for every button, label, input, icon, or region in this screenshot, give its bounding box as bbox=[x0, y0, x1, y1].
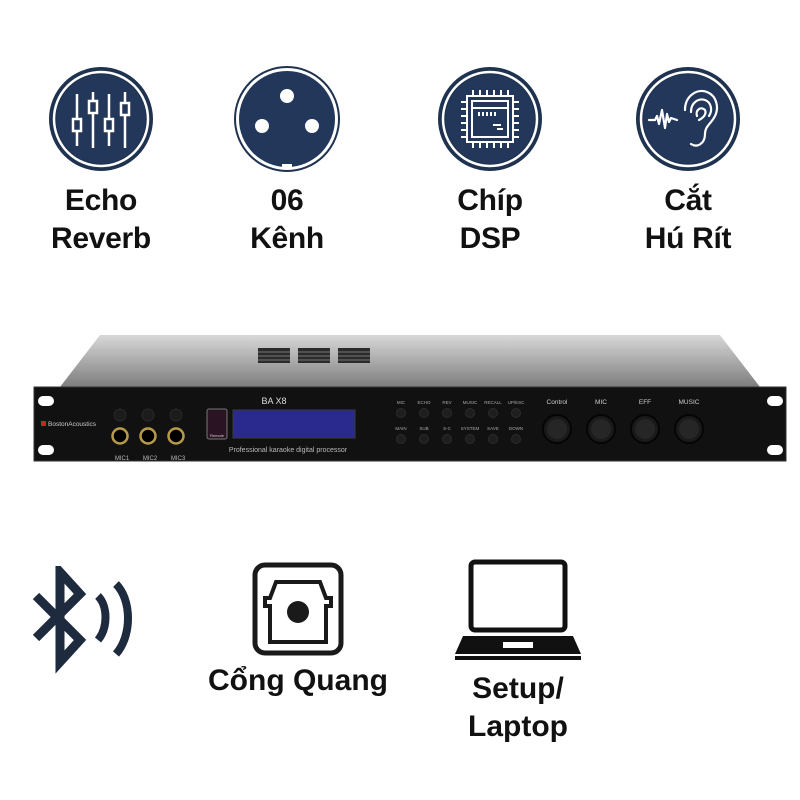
remote-label: Remote bbox=[210, 433, 225, 438]
button-label-save: SAVE bbox=[487, 426, 499, 431]
karaoke-processor-device: BostonAcoustics MIC1 MIC2 MIC3 BA X8 Rem… bbox=[30, 335, 790, 465]
brand-logo: BostonAcoustics bbox=[48, 421, 97, 428]
device-illustration: BostonAcoustics MIC1 MIC2 MIC3 BA X8 Rem… bbox=[33, 335, 787, 462]
feature-label-line1: Echo bbox=[64, 184, 138, 217]
feature-dsp-chip: Chíp DSP bbox=[437, 66, 543, 258]
feature-setup-laptop: Setup/ Laptop bbox=[450, 558, 586, 746]
button-label-system: SYSTEM bbox=[461, 426, 480, 431]
laptop-label: Setup/ Laptop bbox=[468, 670, 568, 746]
xlr-connector-icon bbox=[234, 66, 340, 172]
optical-port-icon bbox=[252, 562, 344, 656]
feature-06-channels: 06 Kênh bbox=[234, 66, 340, 258]
ear-sound-wave-icon bbox=[636, 67, 740, 171]
feature-bluetooth bbox=[30, 566, 145, 684]
button-label-music: MUSIC bbox=[463, 400, 478, 405]
mic1-label: MIC1 bbox=[115, 456, 130, 462]
feature-label-line2: Hú Rít bbox=[644, 222, 732, 255]
feature-optical-port: Cổng Quang bbox=[200, 562, 396, 700]
button-label-sub: SUB bbox=[419, 426, 428, 431]
feature-label: 06 Kênh bbox=[250, 182, 324, 258]
laptop-icon bbox=[455, 559, 581, 660]
button-label-main: MAIN bbox=[395, 426, 406, 431]
feature-label-line1: Chíp bbox=[457, 184, 523, 217]
feature-label-line2: Reverb bbox=[51, 222, 151, 255]
button-label-echo: ECHO bbox=[417, 400, 431, 405]
equalizer-sliders-icon bbox=[49, 67, 153, 171]
knob-label-mic: MIC bbox=[595, 399, 607, 406]
dsp-chip-icon bbox=[438, 67, 542, 171]
button-label-recall: RECALL bbox=[484, 400, 502, 405]
model-label: BA X8 bbox=[261, 396, 286, 406]
feature-label-line1: Cắt bbox=[664, 184, 712, 217]
mic2-label: MIC2 bbox=[143, 456, 158, 462]
feature-label-line1: 06 bbox=[270, 184, 304, 217]
knob-label-music: MUSIC bbox=[679, 399, 700, 406]
button-label-rev: REV bbox=[442, 400, 451, 405]
button-label-up-esc: UP/ESC bbox=[508, 400, 526, 405]
feature-label-line2: Kênh bbox=[250, 222, 324, 255]
laptop-label-line2: Laptop bbox=[468, 710, 568, 743]
knob-label-control: Control bbox=[547, 399, 569, 406]
bluetooth-wireless-icon bbox=[32, 566, 132, 674]
knob-label-eff: EFF bbox=[639, 399, 651, 406]
mic3-label: MIC3 bbox=[171, 456, 186, 462]
feature-label: Cắt Hú Rít bbox=[645, 182, 732, 258]
feature-anti-feedback: Cắt Hú Rít bbox=[635, 66, 741, 258]
feature-label-line2: DSP bbox=[459, 222, 521, 255]
device-subtitle: Professional karaoke digital processor bbox=[229, 447, 348, 454]
optical-port-label: Cổng Quang bbox=[208, 664, 388, 697]
laptop-label-line1: Setup/ bbox=[472, 672, 564, 705]
button-label-down: DOWN bbox=[509, 426, 523, 431]
feature-echo-reverb: Echo Reverb bbox=[48, 66, 154, 258]
feature-label: Echo Reverb bbox=[51, 182, 151, 258]
feature-label: Chíp DSP bbox=[457, 182, 523, 258]
button-label-mic: MIC bbox=[397, 400, 406, 405]
button-label-s-c: S-C bbox=[443, 426, 452, 431]
